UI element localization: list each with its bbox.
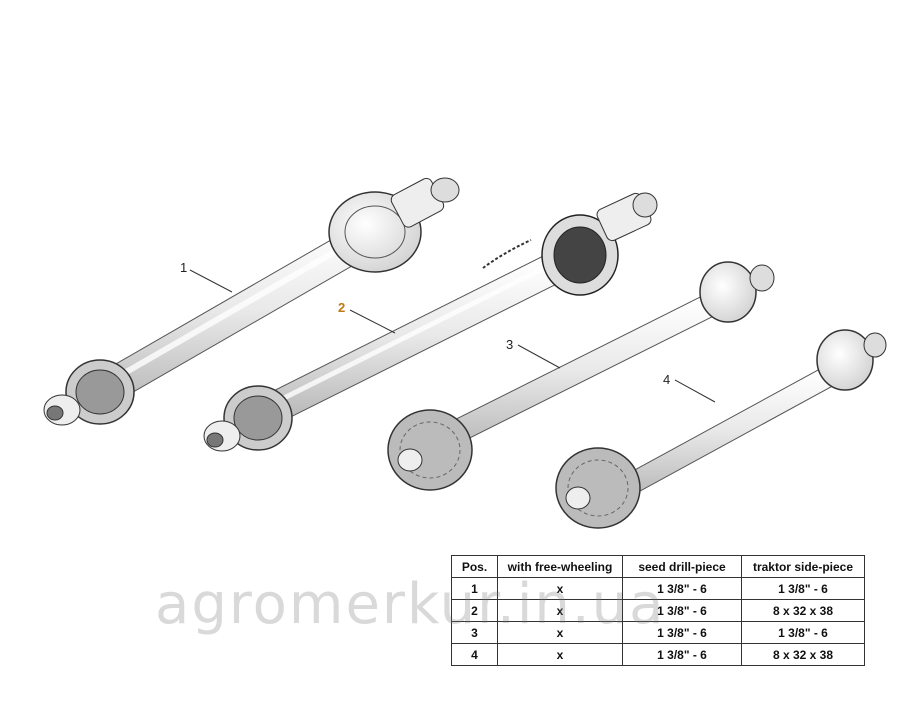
table-row: 3 x 1 3/8" - 6 1 3/8" - 6 [451, 621, 865, 644]
shaft-1-tractor-yoke [430, 177, 460, 203]
shaft-3-tractor-yoke [749, 264, 775, 292]
cell-traktor-side-piece: 8 x 32 x 38 [741, 599, 865, 622]
cell-seed-drill-piece: 1 3/8" - 6 [622, 621, 742, 644]
parts-table: Pos. with free-wheeling seed drill-piece… [451, 555, 865, 666]
cell-seed-drill-piece: 1 3/8" - 6 [622, 643, 742, 666]
cell-seed-drill-piece: 1 3/8" - 6 [622, 599, 742, 622]
shaft-2 [203, 192, 658, 452]
table-header-row: Pos. with free-wheeling seed drill-piece… [451, 555, 865, 578]
header-pos: Pos. [451, 555, 498, 578]
cell-pos: 4 [451, 643, 498, 666]
callout-3: 3 [506, 337, 514, 352]
cell-free-wheeling: x [497, 577, 623, 600]
cell-free-wheeling: x [497, 621, 623, 644]
cell-traktor-side-piece: 1 3/8" - 6 [741, 577, 865, 600]
cell-seed-drill-piece: 1 3/8" - 6 [622, 577, 742, 600]
cell-pos: 3 [451, 621, 498, 644]
table-row: 4 x 1 3/8" - 6 8 x 32 x 38 [451, 643, 865, 666]
cell-free-wheeling: x [497, 599, 623, 622]
header-traktor-side-piece: traktor side-piece [741, 555, 865, 578]
shaft-1 [43, 177, 460, 426]
shaft-4 [555, 329, 887, 529]
shaft-3 [387, 261, 775, 491]
shaft-4-tractor-yoke [863, 332, 887, 358]
callout-1: 1 [180, 260, 188, 275]
cell-traktor-side-piece: 1 3/8" - 6 [741, 621, 865, 644]
callout-4: 4 [663, 372, 671, 387]
cell-pos: 2 [451, 599, 498, 622]
cell-free-wheeling: x [497, 643, 623, 666]
table-row: 2 x 1 3/8" - 6 8 x 32 x 38 [451, 599, 865, 622]
callout-2: 2 [338, 300, 346, 315]
cell-traktor-side-piece: 8 x 32 x 38 [741, 643, 865, 666]
leader-lines [189, 269, 716, 403]
header-free-wheeling: with free-wheeling [497, 555, 623, 578]
table-row: 1 x 1 3/8" - 6 1 3/8" - 6 [451, 577, 865, 600]
header-seed-drill-piece: seed drill-piece [622, 555, 742, 578]
cell-pos: 1 [451, 577, 498, 600]
